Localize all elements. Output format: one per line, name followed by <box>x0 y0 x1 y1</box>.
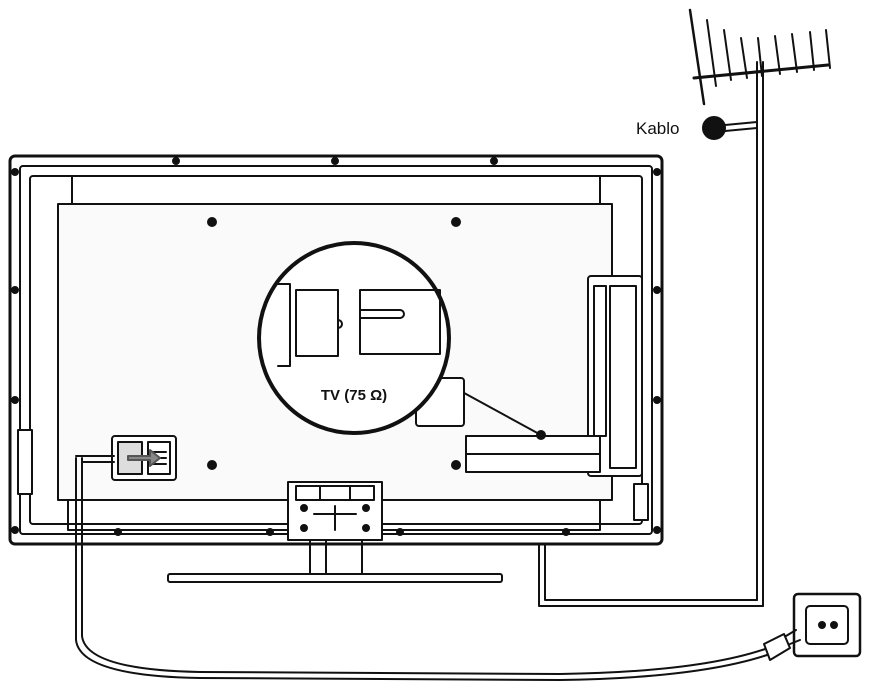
connector-panel <box>465 275 643 477</box>
tv-stand <box>167 481 503 583</box>
cable-pointer <box>702 116 758 140</box>
cable-label: Kablo <box>636 119 679 138</box>
wall-outlet-icon <box>792 592 862 658</box>
magnifier-callout <box>257 241 542 436</box>
tv-power-inlet <box>111 435 177 481</box>
tv-input-label: TV (75 Ω) <box>321 387 387 404</box>
power-cord <box>75 455 801 681</box>
antenna-icon <box>688 8 831 607</box>
